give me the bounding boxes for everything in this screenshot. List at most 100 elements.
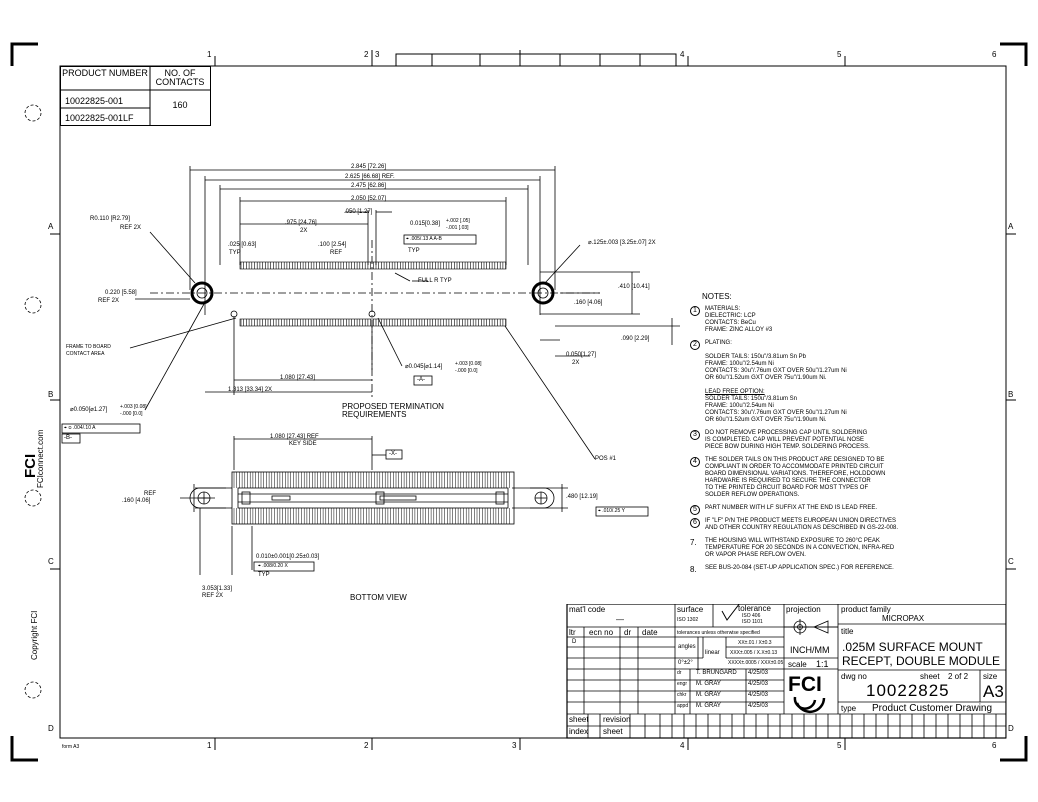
dim-overall-length: 2.845 [72.26] xyxy=(351,164,387,170)
tb-size-value: A3 xyxy=(983,682,1004,701)
tb-rev-date-header: date xyxy=(642,628,658,637)
zone-bottom-1: 1 xyxy=(207,741,212,750)
note-line: OR VAPOR PHASE REFLOW OVEN. xyxy=(705,552,806,558)
dim-row-pitch-ref: REF xyxy=(330,250,342,256)
dim-half-span: .975 [24.76] xyxy=(285,220,317,226)
note-line: PART NUMBER WITH LF SUFFIX AT THE END IS… xyxy=(705,505,878,511)
fcf-datum-b: ⌖ ⌀ .004/.10 A xyxy=(64,425,96,431)
note-number: 5 xyxy=(690,505,700,515)
zone-top-2: 2 xyxy=(364,50,369,59)
note-number: 1 xyxy=(690,306,700,316)
zone-bottom-3: 3 xyxy=(512,741,517,750)
label-pos-1: POS #1 xyxy=(595,456,617,462)
note-line: BOARD DIMENSIONAL VARIATIONS. THEREFORE,… xyxy=(705,471,886,477)
tb-surface-value: ISO 1302 xyxy=(677,617,699,623)
note-line: CONTACTS: 30u"/.76um GXT OVER 50u"/1.27u… xyxy=(705,368,847,374)
approval-name: M. GRAY xyxy=(696,692,721,698)
tb-type-value: Product Customer Drawing xyxy=(872,703,993,714)
tb-sheet-label-2: sheet xyxy=(603,727,623,736)
note-line: MATERIALS: xyxy=(705,306,741,312)
dim-hole-to-center: 1.313 [33.34] 2X xyxy=(228,387,273,393)
fci-logo: FCI xyxy=(788,673,822,696)
approval-name: M. GRAY xyxy=(696,703,721,709)
tb-title-label: title xyxy=(841,627,854,636)
approval-role: dr xyxy=(677,670,682,676)
dim-pad-length: 2.050 [52.07] xyxy=(351,196,387,202)
note-line: IS COMPLETED. CAP WILL PREVENT POTENTIAL… xyxy=(705,437,865,443)
dim-datum-a-tol-plus: +.003 [0.08] xyxy=(455,361,482,367)
tb-rev-ltr-header: ltr xyxy=(569,628,576,637)
zone-bottom-4: 4 xyxy=(680,741,685,750)
tb-scale-value: 1:1 xyxy=(816,659,829,669)
tb-rev-row-1: D xyxy=(572,639,577,645)
tb-sheet-index-label-1: sheet xyxy=(569,715,589,724)
fcf-tail-position: ⌖ .008/0.20 X xyxy=(258,563,288,569)
dim-pad-gap-tol-plus: +.002 [.05] xyxy=(446,218,470,224)
dim-end-offset-2x: 2X xyxy=(572,360,580,366)
part-number-row-2: 10022825-001LF xyxy=(65,113,134,123)
note-line: THE SOLDER TAILS ON THIS PRODUCT ARE DES… xyxy=(705,457,885,463)
label-frame-to-board: FRAME TO BOARD xyxy=(66,344,111,350)
tb-scale-label: scale xyxy=(788,660,807,669)
approval-date: 4/25/03 xyxy=(748,703,769,709)
zone-bottom-5: 5 xyxy=(837,741,842,750)
part-number-row-1: 10022825-001 xyxy=(65,96,124,106)
tb-size-label: size xyxy=(983,672,998,681)
fci-url: FCIconnect.com xyxy=(36,429,45,488)
tb-matl-code-label: mat'l code xyxy=(569,605,606,614)
note-line: THE HOUSING WILL WITHSTAND EXPOSURE TO 2… xyxy=(705,538,880,544)
note-line: TEMPERATURE FOR 20 SECONDS IN A CONVECTI… xyxy=(705,545,895,551)
zone-top-3: 3 xyxy=(375,50,380,59)
dim-flange-ref: REF xyxy=(144,491,156,497)
note-number: 4 xyxy=(690,457,700,467)
note-line: FRAME: 100u"/2.54um Ni xyxy=(705,361,774,367)
dim-ref-length: 2.625 [66.68] REF. xyxy=(345,174,395,180)
tb-type-label: type xyxy=(841,704,857,713)
tb-angles-label: angles xyxy=(678,644,696,650)
note-line: CONTACTS: 30u"/.76um GXT OVER 50u"/1.27u… xyxy=(705,410,847,416)
zone-bottom-2: 2 xyxy=(364,741,369,750)
tb-rev-ecn-header: ecn no xyxy=(589,628,614,637)
tb-angles-value: 0°±2° xyxy=(678,660,693,666)
dim-pad-gap-tol-minus: -.001 [.03] xyxy=(446,225,469,231)
tb-tolerance-label: tolerance xyxy=(738,604,771,613)
dim-key-side-offset: 1.080 [27.43] REF xyxy=(270,434,319,440)
zone-top-5: 5 xyxy=(837,50,842,59)
note-number: 3 xyxy=(690,430,700,440)
tb-sheet-index-label-2: index xyxy=(569,727,589,736)
note-line: SOLDER REFLOW OPERATIONS. xyxy=(705,492,800,498)
dim-hole-offset-ref: REF 2X xyxy=(98,298,120,304)
zone-left-a: A xyxy=(48,222,54,231)
zone-bottom-6: 6 xyxy=(992,741,997,750)
part-table-col2-header: NO. OF CONTACTS xyxy=(155,68,205,87)
dim-tail-thickness: 0.010±0.001[0.25±0.03] xyxy=(256,554,320,560)
dim-datum-a-hole: ⌀0.045[⌀1.14] xyxy=(405,364,443,370)
dim-pad-width-typ: TYP xyxy=(229,250,241,256)
zone-right-c: C xyxy=(1008,557,1014,566)
tb-title-line-1: .025M SURFACE MOUNT xyxy=(842,640,983,654)
dim-hole-to-row: .160 [4.06] xyxy=(574,300,603,306)
note-line: LEAD FREE OPTION: xyxy=(705,389,765,395)
dim-half-span-2x: 2X xyxy=(300,228,308,234)
tb-product-family-label: product family xyxy=(841,605,891,614)
tb-linear-label: linear xyxy=(705,650,720,656)
datum-b: -B- xyxy=(64,435,72,441)
note-number: 2 xyxy=(690,340,700,350)
tb-dwg-no-label: dwg no xyxy=(841,672,867,681)
dim-pad-gap: 0.015[0.38] xyxy=(410,221,441,227)
note-line: OR 60u"/1.52um GXT OVER 75u"/1.90um Ni. xyxy=(705,417,827,423)
note-line: AND OTHER COUNTRY REGULATION AS DESCRIBE… xyxy=(705,525,899,531)
form-label: form A3 xyxy=(62,744,80,750)
note-line: PIECE BOW DURING HIGH TEMP. SOLDERING PR… xyxy=(705,444,870,450)
note-line: DO NOT REMOVE PROCESSING CAP UNTIL SOLDE… xyxy=(705,430,868,436)
note-line: COMPLIANT IN ORDER TO ACCOMMODATE PRINTE… xyxy=(705,464,884,470)
part-table-col1-header: PRODUCT NUMBER xyxy=(62,68,148,78)
top-view-drawing xyxy=(61,166,680,460)
tb-tol-note: tolerances unless otherwise specified xyxy=(677,630,760,636)
zone-left-c: C xyxy=(48,557,54,566)
dim-end-offset: 0.050[1.27] xyxy=(566,352,597,358)
dim-row-pitch: .100 [2.54] xyxy=(318,242,347,248)
tb-title-line-2: RECEPT, DOUBLE MODULE xyxy=(842,654,1001,668)
approval-date: 4/25/03 xyxy=(748,670,769,676)
note-line: IF "LF" P/N THE PRODUCT MEETS EUROPEAN U… xyxy=(705,518,897,524)
